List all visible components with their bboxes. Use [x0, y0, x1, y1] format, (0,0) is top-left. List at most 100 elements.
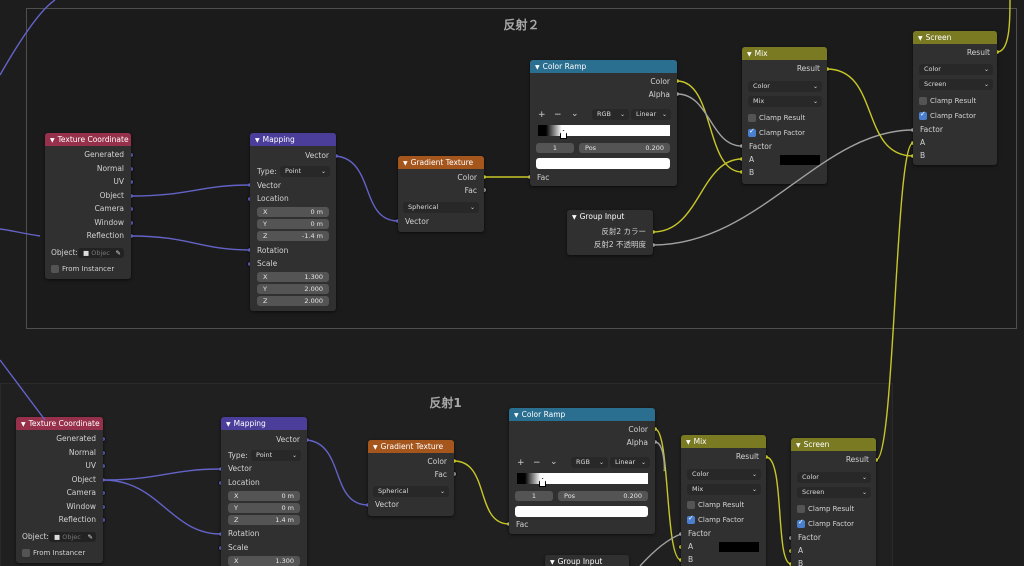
chevron-down-icon[interactable]: ▼ — [796, 442, 801, 449]
chevron-down-icon[interactable]: ▼ — [50, 137, 55, 144]
node-header[interactable]: ▼Screen — [913, 31, 997, 44]
frame-reflection-2[interactable]: 反射２ — [26, 8, 1017, 329]
interpolation-dropdown[interactable]: Linear⌄ — [610, 457, 650, 468]
node-header[interactable]: ▼Mix — [681, 435, 766, 448]
mix-node[interactable]: ▼Mix Result Color⌄ Mix⌄ Clamp Result Cla… — [742, 47, 827, 184]
chevron-down-icon[interactable]: ▼ — [550, 559, 555, 566]
object-field[interactable]: ■ Objec✎ — [49, 532, 96, 542]
node-header[interactable]: ▼Gradient Texture — [398, 156, 484, 169]
clamp-result-checkbox[interactable] — [687, 501, 695, 509]
chevron-down-icon[interactable]: ▼ — [21, 421, 26, 428]
minus-icon[interactable]: − — [533, 458, 541, 468]
location-z-field[interactable]: Z-1.4 m — [257, 231, 329, 241]
node-header[interactable]: ▼Mapping — [250, 133, 336, 146]
chevron-down-icon[interactable]: ▼ — [226, 421, 231, 428]
chevron-down-icon[interactable]: ▼ — [403, 160, 408, 167]
object-field[interactable]: ■ Objec✎ — [78, 248, 124, 258]
node-header[interactable]: ▼Color Ramp — [530, 60, 677, 73]
stop-color-swatch[interactable] — [536, 158, 670, 169]
node-header[interactable]: ▼Screen — [791, 438, 876, 451]
color-ramp-node[interactable]: ▼Color Ramp Color Alpha + − ⌄ RGB⌄ Linea… — [509, 408, 655, 534]
clamp-factor-checkbox[interactable] — [919, 110, 927, 120]
chevron-down-icon[interactable]: ⌄ — [550, 457, 558, 467]
chevron-down-icon[interactable]: ▼ — [572, 214, 577, 221]
color-ramp-node[interactable]: ▼Color Ramp Color Alpha + − ⌄ RGB⌄ Linea… — [530, 60, 677, 186]
node-header[interactable]: ▼Color Ramp — [509, 408, 655, 421]
clamp-result-checkbox[interactable] — [919, 97, 927, 105]
chevron-down-icon[interactable]: ▼ — [535, 64, 540, 71]
plus-icon[interactable]: + — [538, 110, 546, 120]
node-header[interactable]: ▼Mix — [742, 47, 827, 60]
color-a-swatch[interactable] — [780, 155, 820, 165]
chevron-down-icon[interactable]: ▼ — [918, 35, 923, 42]
clamp-factor-checkbox[interactable] — [797, 518, 805, 528]
node-header[interactable]: ▼Mapping — [221, 417, 307, 430]
stop-color-swatch[interactable] — [515, 506, 648, 517]
from-instancer-checkbox[interactable] — [22, 549, 30, 557]
mapping-node[interactable]: ▼Mapping Vector Type: Point⌄ Vector Loca… — [221, 417, 307, 566]
group-input-node[interactable]: ▼Group Input — [545, 555, 629, 566]
texture-coordinate-node[interactable]: ▼Texture Coordinate Generated Normal UV … — [45, 133, 131, 279]
chevron-down-icon[interactable]: ▼ — [747, 51, 752, 58]
type-dropdown[interactable]: Point⌄ — [280, 166, 330, 177]
mapping-node[interactable]: ▼Mapping Vector Type: Point⌄ Vector Loca… — [250, 133, 336, 311]
data-type-dropdown[interactable]: Color⌄ — [797, 472, 871, 483]
chevron-down-icon[interactable]: ▼ — [373, 444, 378, 451]
data-type-dropdown[interactable]: Color⌄ — [919, 64, 993, 75]
node-header[interactable]: ▼Texture Coordinate — [16, 417, 103, 430]
eyedropper-icon[interactable]: ✎ — [87, 533, 93, 541]
chevron-down-icon[interactable]: ▼ — [255, 137, 260, 144]
color-mode-dropdown[interactable]: RGB⌄ — [571, 457, 608, 468]
mix-node[interactable]: ▼Mix Result Color⌄ Mix⌄ Clamp Result Cla… — [681, 435, 766, 566]
gradient-texture-node[interactable]: ▼Gradient Texture Color Fac Spherical⌄ V… — [368, 440, 454, 516]
ramp-stop-marker[interactable] — [539, 478, 546, 487]
data-type-dropdown[interactable]: Color⌄ — [687, 469, 761, 480]
minus-icon[interactable]: − — [554, 110, 562, 120]
stop-index-field[interactable]: 1 — [515, 491, 553, 501]
node-header[interactable]: ▼Group Input — [545, 555, 629, 566]
node-header[interactable]: ▼Texture Coordinate — [45, 133, 131, 146]
interpolation-dropdown[interactable]: Linear⌄ — [631, 109, 671, 120]
screen-node[interactable]: ▼Screen Result Color⌄ Screen⌄ Clamp Resu… — [913, 31, 997, 165]
from-instancer-checkbox[interactable] — [51, 265, 59, 273]
blend-mode-dropdown[interactable]: Screen⌄ — [797, 487, 871, 498]
gradient-type-dropdown[interactable]: Spherical⌄ — [403, 202, 479, 213]
group-input-node[interactable]: ▼Group Input 反射2 カラー 反射2 不透明度 — [567, 210, 653, 255]
chevron-down-icon[interactable]: ▼ — [686, 439, 691, 446]
data-type-dropdown[interactable]: Color⌄ — [748, 81, 822, 92]
type-dropdown[interactable]: Point⌄ — [251, 450, 301, 461]
gradient-texture-node[interactable]: ▼Gradient Texture Color Fac Spherical⌄ V… — [398, 156, 484, 232]
stop-index-field[interactable]: 1 — [536, 143, 574, 153]
gradient-type-dropdown[interactable]: Spherical⌄ — [373, 486, 449, 497]
clamp-factor-checkbox[interactable] — [748, 127, 756, 137]
blend-mode-dropdown[interactable]: Screen⌄ — [919, 79, 993, 90]
node-header[interactable]: ▼Gradient Texture — [368, 440, 454, 453]
eyedropper-icon[interactable]: ✎ — [115, 249, 121, 257]
node-header[interactable]: ▼Group Input — [567, 210, 653, 223]
blend-mode-dropdown[interactable]: Mix⌄ — [687, 484, 761, 495]
blend-mode-dropdown[interactable]: Mix⌄ — [748, 96, 822, 107]
screen-node[interactable]: ▼Screen Result Color⌄ Screen⌄ Clamp Resu… — [791, 438, 876, 566]
chevron-down-icon[interactable]: ▼ — [514, 412, 519, 419]
color-a-swatch[interactable] — [719, 542, 759, 552]
clamp-result-checkbox[interactable] — [748, 114, 756, 122]
plus-icon[interactable]: + — [517, 458, 525, 468]
color-mode-dropdown[interactable]: RGB⌄ — [592, 109, 629, 120]
color-ramp-gradient[interactable] — [517, 473, 648, 484]
color-ramp-gradient[interactable] — [538, 125, 670, 136]
chevron-down-icon[interactable]: ⌄ — [571, 109, 579, 119]
clamp-factor-checkbox[interactable] — [687, 514, 695, 524]
ramp-stop-marker[interactable] — [560, 130, 567, 139]
clamp-result-checkbox[interactable] — [797, 505, 805, 513]
